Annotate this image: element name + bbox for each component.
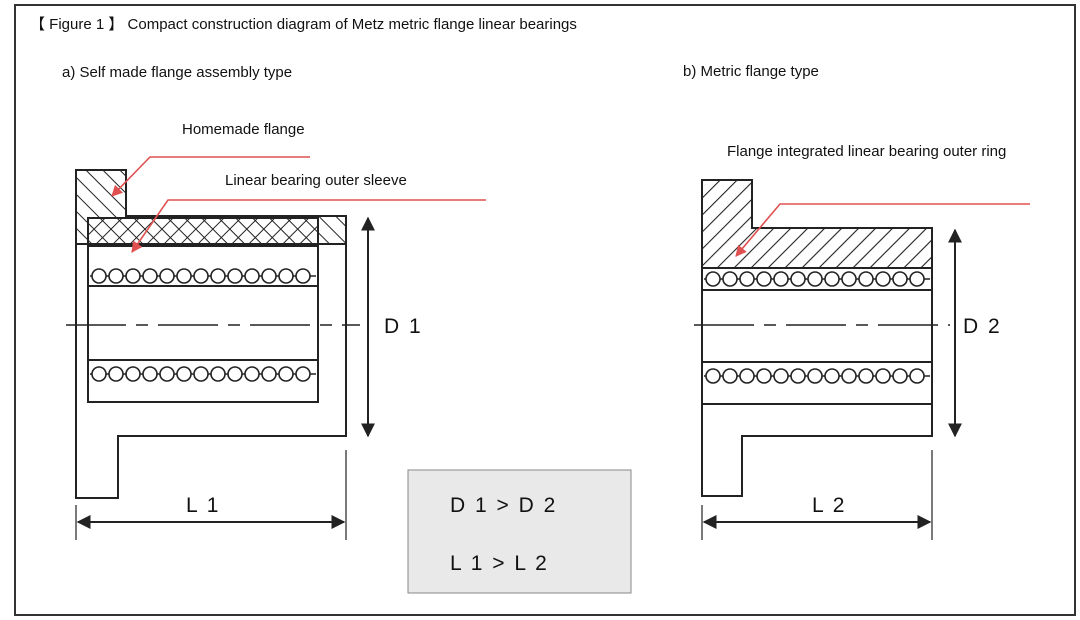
bearing-ball: [125, 268, 141, 284]
bearing-ball: [824, 368, 840, 384]
label-outer-sleeve: Linear bearing outer sleeve: [225, 172, 407, 189]
bearing-ball: [261, 268, 277, 284]
bearing-ball: [909, 271, 925, 287]
bearing-ball: [278, 268, 294, 284]
bearing-ball: [91, 268, 107, 284]
bearing-ball: [278, 366, 294, 382]
l1-label: L 1: [186, 494, 220, 517]
bearing-ball: [722, 368, 738, 384]
ball-row-bottom: [90, 366, 316, 382]
ball-row-top: [90, 268, 316, 284]
right-bearing-drawing: [694, 179, 962, 540]
ball-row-top-right: [704, 271, 930, 287]
bearing-ball: [705, 271, 721, 287]
figure-frame: [14, 4, 1076, 616]
bearing-ball: [892, 368, 908, 384]
bearing-ball: [193, 366, 209, 382]
bearing-ball: [756, 271, 772, 287]
bearing-ball: [841, 368, 857, 384]
bearing-ball: [210, 366, 226, 382]
bearing-ball: [790, 271, 806, 287]
leader-outer-ring: [735, 203, 1030, 257]
bearing-ball: [858, 368, 874, 384]
comparison-box: [407, 469, 632, 594]
leader-homemade-flange: [111, 156, 310, 197]
right-subtitle: b) Metric flange type: [683, 63, 819, 80]
bearing-ball: [176, 268, 192, 284]
bearing-ball: [773, 271, 789, 287]
leader-outer-sleeve: [131, 199, 486, 253]
bearing-ball: [142, 268, 158, 284]
bearing-ball: [244, 268, 260, 284]
bearing-ball: [875, 271, 891, 287]
bearing-ball: [108, 366, 124, 382]
left-bearing-drawing: [66, 169, 375, 540]
bearing-ball: [722, 271, 738, 287]
bearing-ball: [807, 368, 823, 384]
bearing-ball: [807, 271, 823, 287]
bearing-ball: [773, 368, 789, 384]
bearing-ball: [875, 368, 891, 384]
bearing-ball: [858, 271, 874, 287]
bearing-ball: [705, 368, 721, 384]
bearing-ball: [193, 268, 209, 284]
bearing-ball: [790, 368, 806, 384]
d1-label: D 1: [384, 315, 423, 338]
label-homemade-flange: Homemade flange: [182, 121, 305, 138]
comparison-line-2: L 1 > L 2: [450, 552, 549, 575]
bearing-ball: [295, 268, 311, 284]
label-outer-ring: Flange integrated linear bearing outer r…: [727, 143, 1006, 160]
comparison-line-1: D 1 > D 2: [450, 494, 557, 517]
bearing-ball: [909, 368, 925, 384]
figure-title: 【 Figure 1 】 Compact construction diagra…: [30, 16, 577, 33]
bearing-ball: [210, 268, 226, 284]
bearing-ball: [739, 368, 755, 384]
left-subtitle: a) Self made flange assembly type: [62, 64, 292, 81]
bearing-ball: [261, 366, 277, 382]
bearing-ball: [227, 366, 243, 382]
bearing-ball: [91, 366, 107, 382]
bearing-ball: [841, 271, 857, 287]
bearing-ball: [142, 366, 158, 382]
bearing-ball: [227, 268, 243, 284]
bearing-ball: [159, 366, 175, 382]
outer-sleeve-section: [87, 217, 319, 245]
l2-label: L 2: [812, 494, 846, 517]
bearing-ball: [108, 268, 124, 284]
bearing-ball: [176, 366, 192, 382]
bearing-ball: [125, 366, 141, 382]
bearing-ball: [756, 368, 772, 384]
bearing-ball: [739, 271, 755, 287]
bearing-ball: [824, 271, 840, 287]
bearing-ball: [159, 268, 175, 284]
d2-label: D 2: [963, 315, 1002, 338]
bearing-ball: [892, 271, 908, 287]
ball-row-bottom-right: [704, 368, 930, 384]
bearing-ball: [295, 366, 311, 382]
bearing-ball: [244, 366, 260, 382]
